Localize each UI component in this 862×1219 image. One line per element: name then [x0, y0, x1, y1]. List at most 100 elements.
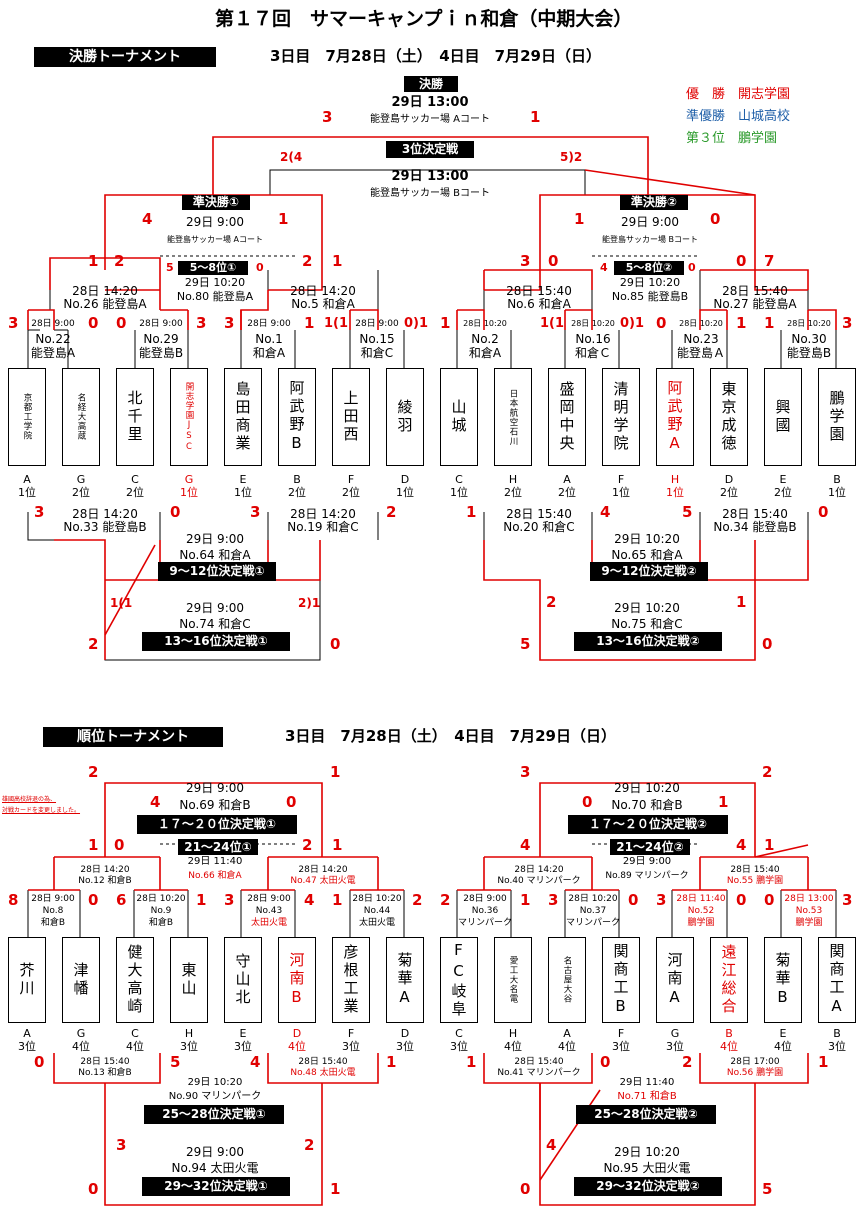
teams_top-team-9: 山城 — [440, 368, 478, 466]
match-16-venue: 和倉Ｃ — [574, 346, 611, 360]
teams_bottom-seed-16: B 3位 — [828, 1027, 846, 1053]
place-29-32-2-no: No.95 大田火電 — [603, 1161, 691, 1175]
place-25-28-2-time: 29日 11:40 — [619, 1077, 675, 1088]
teams_top-seed-11: A 2位 — [558, 473, 576, 499]
match-22-score-left: 3 — [8, 314, 19, 332]
match-8-venue: 和倉B — [40, 918, 66, 928]
match-37-no: No.37 — [579, 906, 607, 916]
match-56-no: No.56 鵬学園 — [726, 1068, 784, 1078]
teams_bottom-team-3: 健大高崎 — [116, 937, 154, 1023]
teams_top-seed-10: H 2位 — [504, 473, 522, 499]
place-17-20-1-no: No.69 和倉B — [179, 798, 251, 812]
place-9-12-1-no: No.64 和倉A — [179, 548, 251, 562]
teams_bottom-team-6: 河南B — [278, 937, 316, 1023]
section-dates-ranking: 3日目 7月28日（土） 4日目 7月29日（日） — [285, 727, 616, 745]
place-17-20-2-score-b: 2 — [762, 763, 773, 781]
teams_bottom-seed-6: D 4位 — [288, 1027, 306, 1053]
match-40-score-left: 4 — [520, 836, 531, 854]
place-21-24-2-time: 29日 9:00 — [622, 856, 672, 867]
semifinal-1-label: 準決勝① — [182, 195, 250, 210]
place-9-12-1-time: 29日 9:00 — [185, 532, 245, 546]
teams_top-seed-12: F 1位 — [612, 473, 630, 499]
match-34-score-left: 5 — [682, 503, 693, 521]
place-5-8-2-score-left: 4 — [600, 261, 608, 274]
match-43-score-right: 4 — [304, 891, 315, 909]
match-9-score-left: 6 — [116, 891, 127, 909]
match-30-no: No.30 — [791, 332, 827, 346]
semifinal-2-score-right: 0 — [710, 210, 721, 228]
match-6-no: No.6 和倉A — [507, 297, 571, 311]
match-27-no: No.27 能登島A — [713, 297, 797, 311]
match-6-score-left: 3 — [520, 252, 531, 270]
teams_top-team-3: 北千里 — [116, 368, 154, 466]
place-17-20-1-score-b: 1 — [330, 763, 341, 781]
place-25-28-1-time: 29日 10:20 — [187, 1077, 243, 1088]
match-9-no: No.9 — [150, 906, 172, 916]
teams_bottom-team-5: 守山北 — [224, 937, 262, 1023]
teams_bottom-team-2: 津幡 — [62, 937, 100, 1023]
teams_top-team-4: 開志学園JSC — [170, 368, 208, 466]
match-40-no: No.40 マリンパーク — [497, 876, 581, 886]
place-13-16-1-time: 29日 9:00 — [185, 601, 245, 615]
teams_top-seed-3: C 2位 — [126, 473, 144, 499]
match-37-score-right: 0 — [628, 891, 639, 909]
match-41-score-right: 0 — [600, 1053, 611, 1071]
place-13-16-2-no: No.75 和倉C — [611, 617, 683, 631]
match-48-score-right: 1 — [386, 1053, 397, 1071]
match-37-time: 28日 10:20 — [568, 894, 618, 904]
match-26-score-left: 1 — [88, 252, 99, 270]
match-2-score-left: 1 — [440, 314, 451, 332]
match-47-score-right: 1 — [332, 836, 343, 854]
match-43-score-left: 3 — [224, 891, 235, 909]
place-13-16-1-score-b: 2)1 — [298, 596, 321, 610]
match-15-venue: 和倉C — [360, 346, 394, 360]
teams_top-seed-6: B 2位 — [288, 473, 306, 499]
result-third: 第３位 鵬学園 — [686, 131, 778, 146]
teams_top-team-11: 盛岡中央 — [548, 368, 586, 466]
match-29-score-left: 0 — [116, 314, 127, 332]
place-29-32-1-time: 29日 9:00 — [185, 1145, 245, 1159]
match-43-time: 28日 9:00 — [247, 894, 291, 904]
place-5-8-1-time: 29日 10:20 — [184, 276, 246, 289]
match-12-score-left: 1 — [88, 836, 99, 854]
match-8-time: 28日 9:00 — [31, 894, 75, 904]
match-12-time: 28日 14:20 — [80, 865, 130, 875]
place-5-8-2-time: 29日 10:20 — [619, 276, 681, 289]
teams_bottom-team-1: 芥川 — [8, 937, 46, 1023]
match-16-no: No.16 — [575, 332, 611, 346]
match-34-time: 28日 15:40 — [722, 507, 788, 521]
match-36-time: 28日 9:00 — [463, 894, 507, 904]
match-8-no: No.8 — [42, 906, 64, 916]
match-34-score-right: 0 — [818, 503, 829, 521]
place-13-16-2-label: 13～16位決定戦② — [574, 632, 722, 651]
place-17-20-1-score-right: 0 — [286, 793, 297, 811]
match-52-score-right: 0 — [736, 891, 747, 909]
match-53-no: No.53 — [795, 906, 823, 916]
match-5-no: No.5 和倉A — [291, 297, 355, 311]
place-5-8-2-label: 5～8位② — [614, 261, 684, 275]
teams_bottom-seed-9: C 3位 — [450, 1027, 468, 1053]
place-29-32-1-label: 29～32位決定戦① — [142, 1177, 290, 1196]
place-17-20-2-score-a: 3 — [520, 763, 531, 781]
place-29-32-1-score-a: 3 — [116, 1136, 127, 1154]
match-23-no: No.23 — [683, 332, 719, 346]
place-29-32-1-score-right: 1 — [330, 1180, 341, 1198]
match-23-score-left: 0 — [656, 314, 667, 332]
teams_top-seed-4: G 1位 — [180, 473, 198, 499]
teams_top-seed-13: H 1位 — [666, 473, 684, 499]
place-17-20-2-score-left: 0 — [582, 793, 593, 811]
teams_top-team-1: 京都工学院 — [8, 368, 46, 466]
match-29-score-right: 3 — [196, 314, 207, 332]
teams_top-team-7: 上田西 — [332, 368, 370, 466]
match-20-score-left: 1 — [466, 503, 477, 521]
place-17-20-2-no: No.70 和倉B — [611, 798, 683, 812]
match-29-no: No.29 — [143, 332, 179, 346]
match-30-score-left: 1 — [764, 314, 775, 332]
match-48-time: 28日 15:40 — [298, 1057, 348, 1067]
match-48-score-left: 4 — [250, 1053, 261, 1071]
place-9-12-2-no: No.65 和倉A — [611, 548, 683, 562]
place-29-32-2-time: 29日 10:20 — [614, 1145, 680, 1159]
match-9-score-right: 1 — [196, 891, 207, 909]
match-30-venue: 能登島B — [786, 346, 832, 360]
